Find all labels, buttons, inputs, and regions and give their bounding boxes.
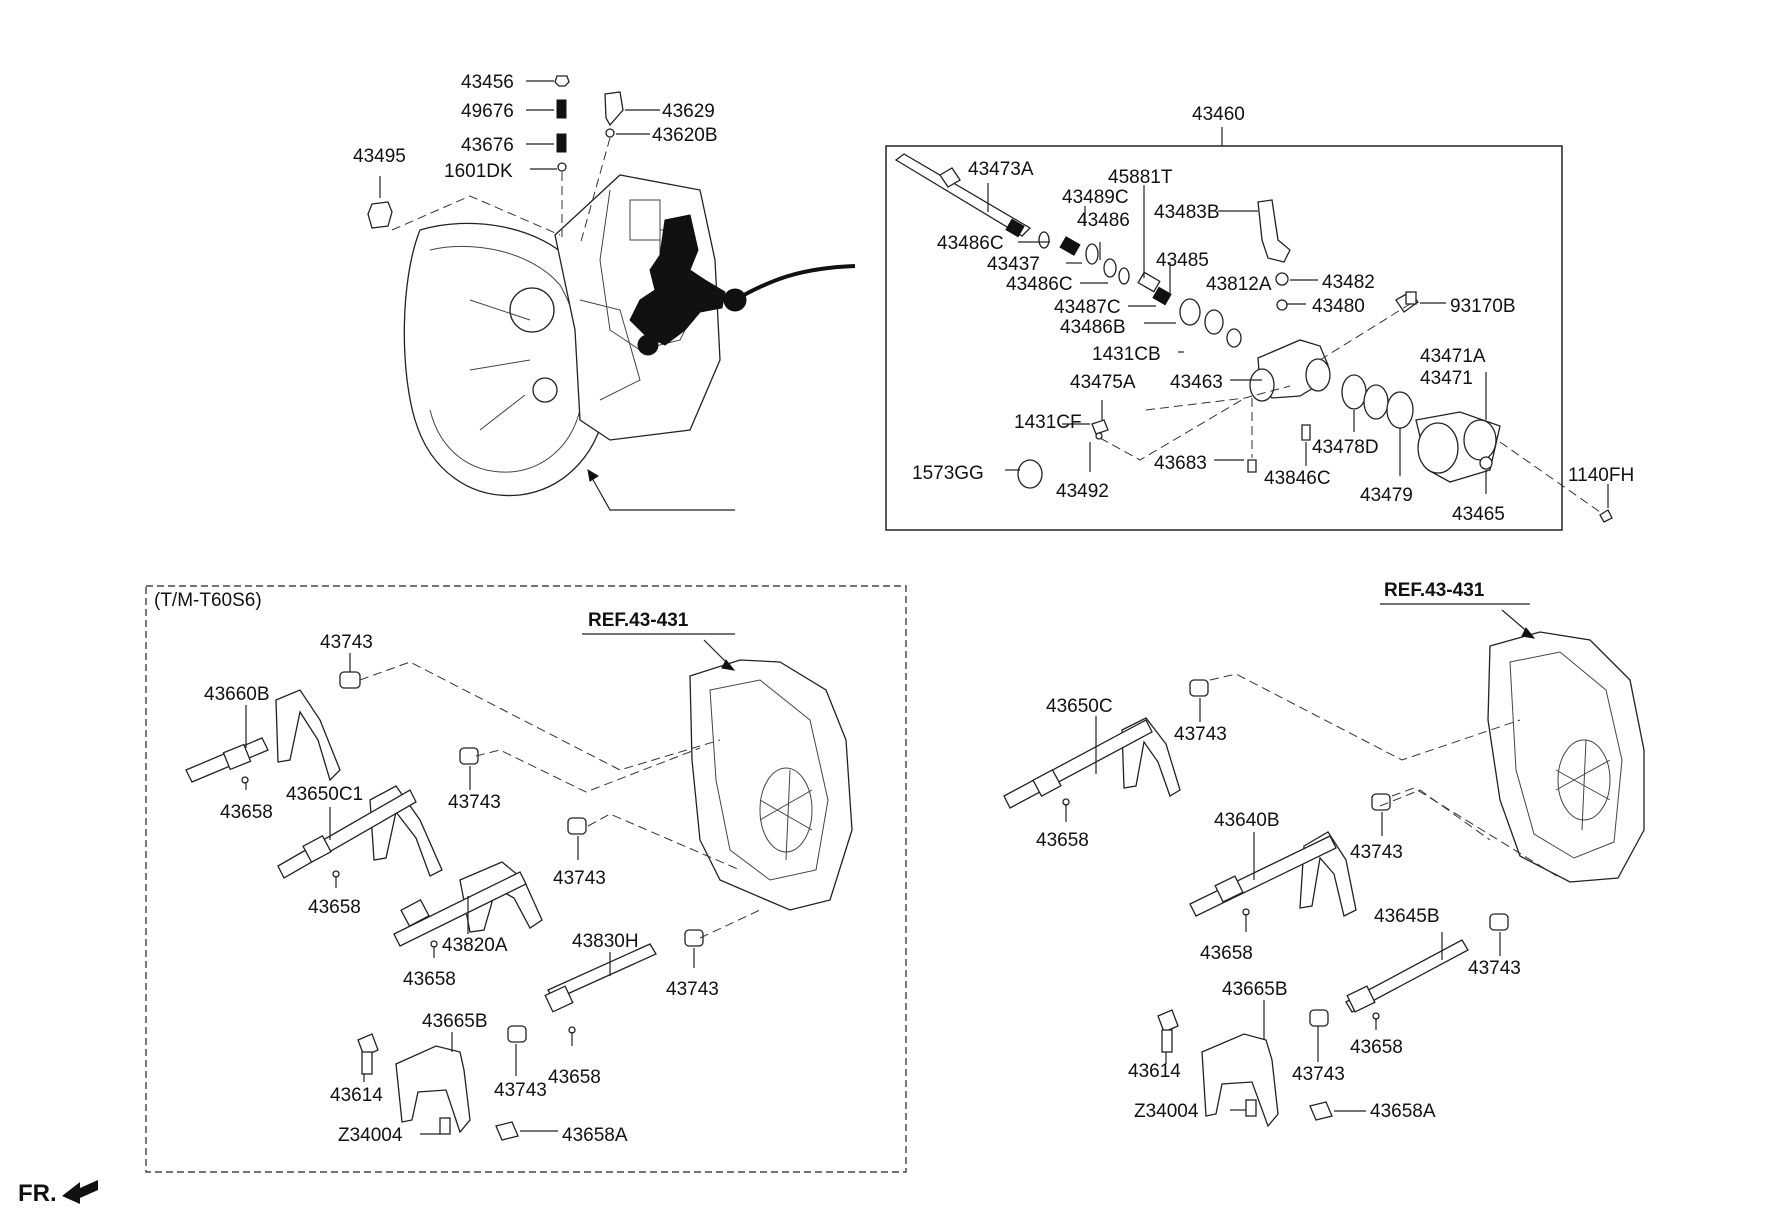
label-43812A: 43812A — [1206, 274, 1272, 295]
bracket-43665B-right — [1201, 1033, 1279, 1128]
label-43658-3: 43658 — [403, 969, 456, 990]
label-1573GG: 1573GG — [912, 463, 984, 484]
label-43743-2: 43743 — [448, 792, 501, 813]
label-43465: 43465 — [1452, 504, 1505, 525]
label-Z34004-r: Z34004 — [1134, 1101, 1199, 1122]
bracket-43665B — [395, 1045, 471, 1134]
top-right-labels: 43473A 43489C 45881T 43486 43483B 43486C… — [912, 159, 1634, 525]
bottom-left-labels: (T/M-T60S6) REF.43-431 43743 43660B 4365… — [154, 590, 719, 1146]
label-43489C: 43489C — [1062, 187, 1129, 208]
label-43743-r1: 43743 — [1174, 724, 1227, 745]
label-43658A-r: 43658A — [1370, 1101, 1436, 1122]
label-43658-r2: 43658 — [1200, 943, 1253, 964]
transmission-bell-housing — [403, 222, 609, 497]
label-43830H: 43830H — [572, 931, 639, 952]
label-43620B: 43620B — [652, 125, 718, 146]
label-93170B: 93170B — [1450, 296, 1516, 317]
label-43658-2: 43658 — [308, 897, 361, 918]
label-43614: 43614 — [330, 1085, 383, 1106]
fr-label: FR. — [18, 1180, 57, 1207]
label-43650C1: 43650C1 — [286, 784, 363, 805]
front-arrow-icon — [62, 1180, 98, 1204]
label-43820A: 43820A — [442, 935, 508, 956]
label-43480: 43480 — [1312, 296, 1365, 317]
shift-control-assembly — [629, 214, 726, 346]
label-43658A: 43658A — [562, 1125, 628, 1146]
right-fork-group — [1003, 603, 1645, 1128]
label-43743-3: 43743 — [553, 868, 606, 889]
label-43487C: 43487C — [1054, 297, 1121, 318]
shift-lever — [1257, 199, 1291, 263]
label-43486B: 43486B — [1060, 317, 1126, 338]
label-43486C-2: 43486C — [1006, 274, 1073, 295]
label-Z34004: Z34004 — [338, 1125, 403, 1146]
label-1431CF: 1431CF — [1014, 412, 1082, 433]
case-right — [1487, 631, 1645, 883]
label-43743-r3: 43743 — [1468, 958, 1521, 979]
group-number: 43460 — [1192, 104, 1245, 125]
label-43650C: 43650C — [1046, 696, 1113, 717]
variant-label: (T/M-T60S6) — [154, 590, 262, 611]
label-43658-r1: 43658 — [1036, 830, 1089, 851]
label-43665B-r: 43665B — [1222, 979, 1288, 1000]
label-43846C: 43846C — [1264, 468, 1331, 489]
label-43456: 43456 — [461, 72, 514, 93]
label-43485: 43485 — [1156, 250, 1209, 271]
bottom-right-labels: REF.43-431 43650C 43743 43658 43640B 437… — [1036, 580, 1521, 1122]
label-43665B: 43665B — [422, 1011, 488, 1032]
ref-label-left: REF.43-431 — [588, 610, 689, 631]
label-43486: 43486 — [1077, 210, 1130, 231]
assembly-43460-group: 43460 — [885, 104, 1613, 531]
label-43629: 43629 — [662, 101, 715, 122]
label-43658-r3: 43658 — [1350, 1037, 1403, 1058]
label-43743-r2: 43743 — [1350, 842, 1403, 863]
transmission-housing-group — [367, 75, 856, 511]
rail-43645B — [1345, 939, 1469, 1013]
front-direction-indicator: FR. — [18, 1180, 98, 1207]
label-43463: 43463 — [1170, 372, 1223, 393]
label-43483B: 43483B — [1154, 202, 1220, 223]
label-43478D: 43478D — [1312, 437, 1379, 458]
shift-shaft — [894, 153, 1032, 237]
label-49676: 49676 — [461, 101, 514, 122]
top-left-labels: 43456 49676 43676 1601DK 43629 43620B 43… — [353, 72, 718, 182]
label-43658-1: 43658 — [220, 802, 273, 823]
label-45881T: 45881T — [1108, 167, 1173, 188]
label-43479: 43479 — [1360, 485, 1413, 506]
label-43482: 43482 — [1322, 272, 1375, 293]
ref-label-right: REF.43-431 — [1384, 580, 1485, 601]
label-1140FH: 1140FH — [1568, 465, 1634, 486]
label-43743-1: 43743 — [320, 632, 373, 653]
label-1431CB: 1431CB — [1092, 344, 1161, 365]
t60s6-fork-group — [145, 585, 907, 1173]
detent-parts-stack — [367, 75, 624, 229]
label-43486C-1: 43486C — [937, 233, 1004, 254]
label-43473A: 43473A — [968, 159, 1034, 180]
case-left — [689, 659, 853, 911]
label-43437: 43437 — [987, 254, 1040, 275]
label-43743-5: 43743 — [494, 1080, 547, 1101]
label-43475A: 43475A — [1070, 372, 1136, 393]
label-1601DK: 1601DK — [444, 161, 513, 182]
label-43492: 43492 — [1056, 481, 1109, 502]
label-43614-r: 43614 — [1128, 1061, 1181, 1082]
label-43495: 43495 — [353, 146, 406, 167]
fork-43660B — [275, 689, 341, 782]
label-43471A: 43471A — [1420, 346, 1486, 367]
assembly-box — [885, 145, 1563, 531]
label-43660B: 43660B — [204, 684, 270, 705]
label-43645B: 43645B — [1374, 906, 1440, 927]
label-43640B: 43640B — [1214, 810, 1280, 831]
t60s6-dashed-box — [145, 585, 907, 1173]
label-43683: 43683 — [1154, 453, 1207, 474]
label-43743-r4: 43743 — [1292, 1064, 1345, 1085]
label-43658-4: 43658 — [548, 1067, 601, 1088]
label-43743-4: 43743 — [666, 979, 719, 1000]
label-43471: 43471 — [1420, 368, 1473, 389]
label-43676: 43676 — [461, 135, 514, 156]
